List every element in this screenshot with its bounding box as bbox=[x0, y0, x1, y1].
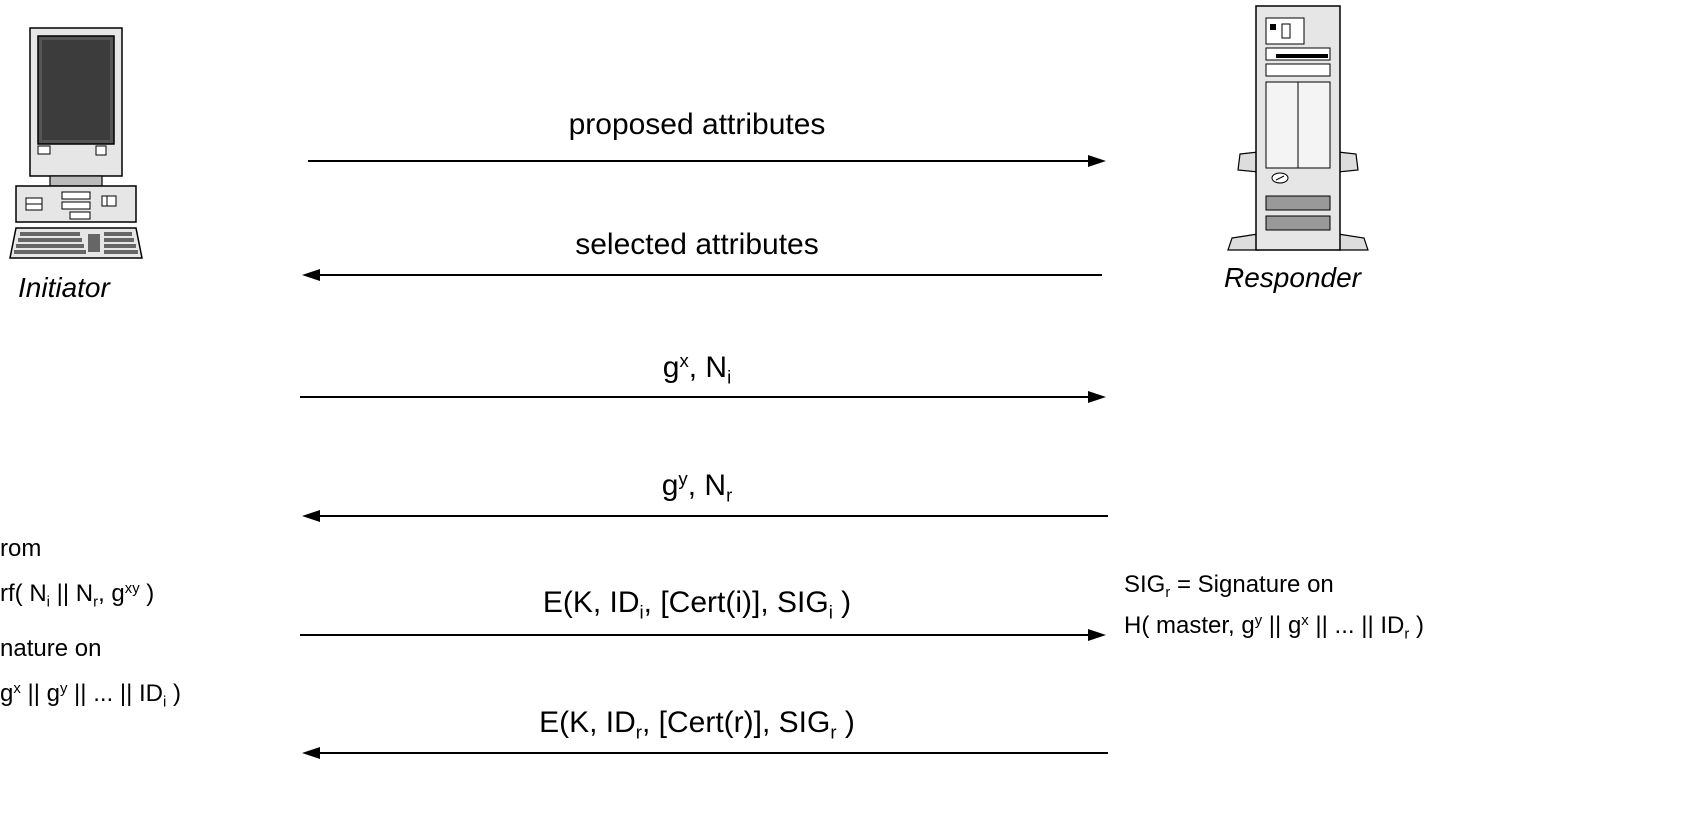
message-6-label: E(K, IDr, [Cert(r)], SIGr ) bbox=[539, 706, 855, 743]
responder-server-icon bbox=[1222, 2, 1374, 254]
left-note-line-2: rf( Ni || Nr, gxy ) bbox=[0, 580, 155, 611]
message-5-label: E(K, IDi, [Cert(i)], SIGi ) bbox=[542, 586, 852, 623]
right-note-line-2: H( master, gy || gx || ... || IDr ) bbox=[1124, 612, 1424, 643]
initiator-label: Initiator bbox=[18, 272, 110, 303]
left-note-line-4: gx || gy || ... || IDi ) bbox=[0, 680, 181, 711]
left-note-line-3: nature on bbox=[0, 635, 102, 662]
initiator-computer-icon bbox=[4, 22, 146, 270]
message-3-label: gx, Ni bbox=[662, 350, 732, 388]
message-4-label: gy, Nr bbox=[661, 468, 733, 506]
right-note-line-1: SIGr = Signature on bbox=[1124, 571, 1334, 602]
message-2-label: selected attributes bbox=[575, 228, 819, 261]
responder-label: Responder bbox=[1224, 262, 1361, 293]
message-1-label: proposed attributes bbox=[568, 108, 826, 141]
left-note-line-1: rom bbox=[0, 535, 42, 562]
